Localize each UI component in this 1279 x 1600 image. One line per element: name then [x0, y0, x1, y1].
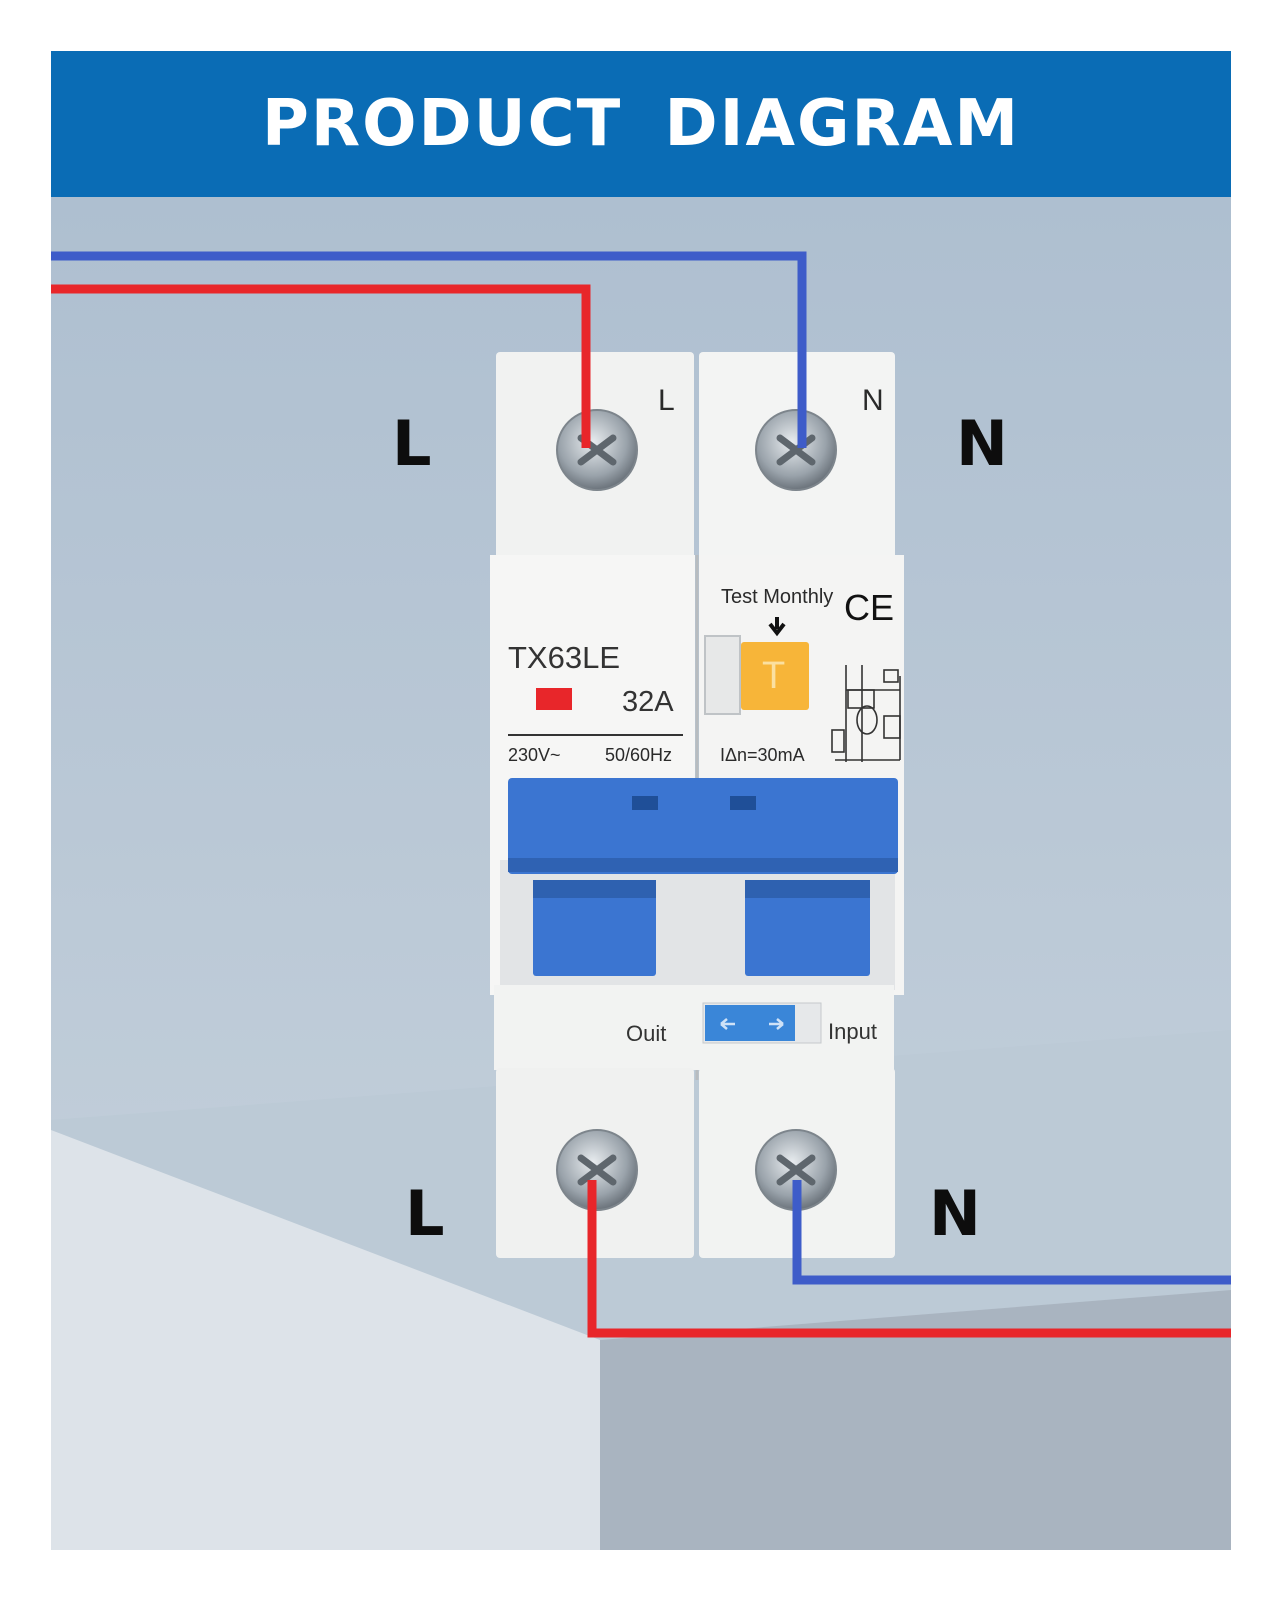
terminal-label-top-right: N	[956, 407, 1008, 480]
terminal-label-bottom-right: N	[929, 1177, 981, 1250]
arrow-down-icon	[768, 617, 786, 637]
terminal-label-top-left: L	[392, 407, 432, 480]
background-side-plane	[600, 1290, 1231, 1550]
test-monthly-label: Test Monthly	[721, 586, 834, 608]
toggle-lever-right[interactable]	[745, 880, 870, 976]
breaker-device	[490, 352, 904, 1258]
terminal-label-bottom-left: L	[405, 1177, 445, 1250]
model-number: TX63LE	[508, 640, 621, 675]
current-rating: 32A	[622, 686, 674, 718]
test-button-housing	[704, 635, 741, 715]
lower-label-strip	[494, 985, 894, 1070]
screw-top-left	[556, 409, 638, 491]
background-front-plane	[51, 1130, 600, 1550]
input-label: Input	[828, 1019, 877, 1044]
frequency-rating: 50/60Hz	[605, 745, 673, 765]
arrow-left-icon	[720, 1018, 735, 1030]
pole-label-right: N	[862, 384, 884, 417]
banner	[51, 51, 1231, 197]
circuit-schematic-icon	[831, 665, 901, 762]
ce-mark: CE	[844, 587, 895, 628]
arrow-right-icon	[769, 1018, 784, 1030]
screw-top-right	[755, 409, 837, 491]
test-button-letter: T	[762, 655, 786, 697]
screw-bottom-right	[755, 1129, 837, 1211]
test-button[interactable]	[741, 642, 809, 710]
toggle-lever-left[interactable]	[533, 880, 656, 976]
live-wire-input	[51, 284, 591, 448]
banner-title: PRODUCT DIAGRAM	[261, 87, 1021, 161]
neutral-wire-input	[51, 251, 807, 448]
residual-current-rating: IΔn=30mA	[720, 745, 805, 765]
out-label: Ouit	[626, 1021, 667, 1046]
screw-bottom-left	[556, 1129, 638, 1211]
trip-indicator-red	[536, 688, 572, 710]
voltage-rating: 230V~	[508, 745, 561, 765]
pole-label-left: L	[658, 384, 675, 417]
handle-cover	[508, 778, 898, 874]
neutral-wire-output	[792, 1180, 1231, 1285]
live-wire-output	[587, 1180, 1231, 1338]
